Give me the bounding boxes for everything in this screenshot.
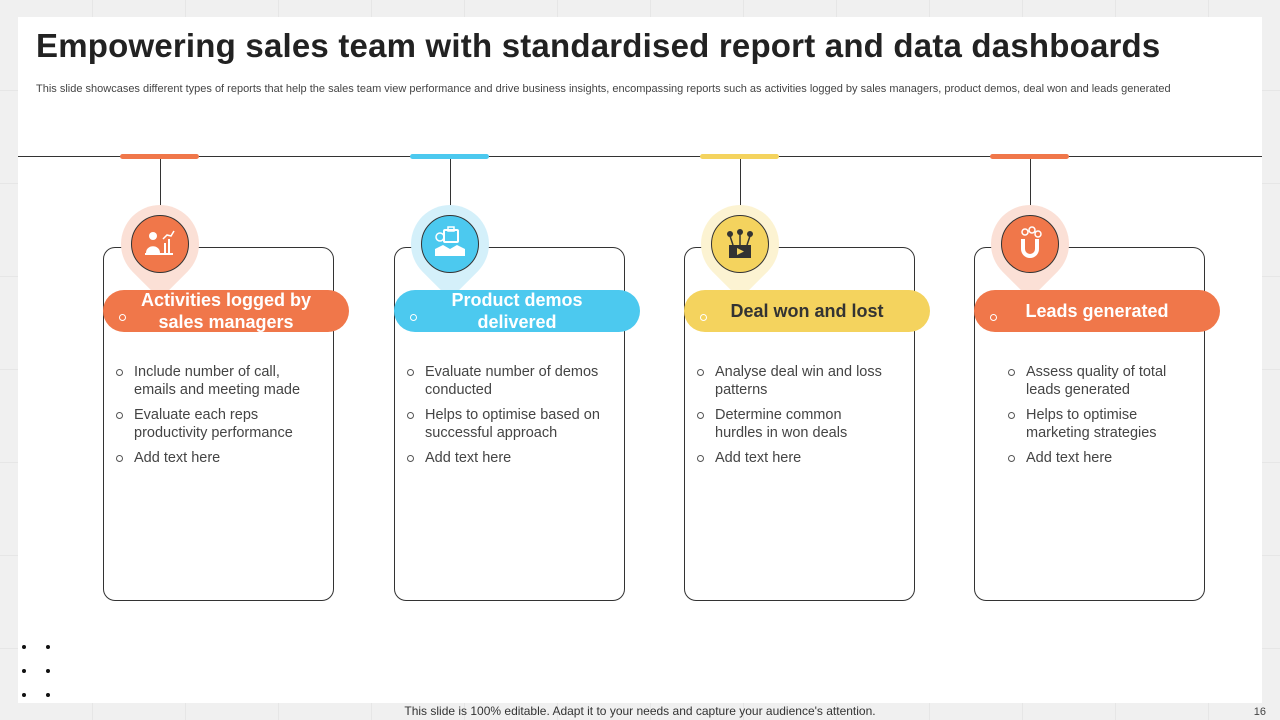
bullet-text: Add text here: [715, 450, 802, 466]
list-item: Add text here: [407, 449, 603, 467]
dot-icon: [22, 693, 26, 697]
footer-note: This slide is 100% editable. Adapt it to…: [404, 704, 876, 718]
list-item: Assess quality of total leads generated: [1008, 363, 1204, 399]
dot-icon: [22, 669, 26, 673]
timeline-stem-activities: [160, 159, 161, 207]
dot-icon: [22, 645, 26, 649]
bullet-circle-icon: [407, 412, 414, 419]
magnet-leads-icon: [1001, 215, 1059, 273]
bullet-text: Assess quality of total leads generated: [1026, 364, 1167, 398]
slide-title: Empowering sales team with standardised …: [36, 27, 1161, 64]
list-item: Evaluate number of demos conducted: [407, 363, 603, 399]
timeline-stem-leads-generated: [1030, 159, 1031, 207]
list-item: Helps to optimise based on successful ap…: [407, 406, 603, 442]
bullet-text: Analyse deal win and loss patterns: [715, 364, 882, 398]
timeline-tab-activities: [120, 154, 199, 159]
card-heading-product-demos: Product demos delivered: [394, 290, 640, 332]
dot-icon: [46, 669, 50, 673]
bullet-text: Helps to optimise marketing strategies: [1026, 407, 1157, 441]
pill-dot: [990, 314, 997, 321]
deal-box-icon: [711, 215, 769, 273]
slide-subtitle: This slide showcases different types of …: [36, 83, 1171, 95]
dot-icon: [46, 693, 50, 697]
timeline-line: [18, 156, 1262, 157]
bullet-list-deal-won-lost: Analyse deal win and loss patterns Deter…: [697, 363, 893, 474]
list-item: Determine common hurdles in won deals: [697, 406, 893, 442]
bullet-circle-icon: [1008, 369, 1015, 376]
list-item: Include number of call, emails and meeti…: [116, 363, 312, 399]
page-number: 16: [1253, 706, 1266, 718]
list-item: Analyse deal win and loss patterns: [697, 363, 893, 399]
bullet-circle-icon: [116, 412, 123, 419]
card-heading-deal-won-lost: Deal won and lost: [684, 290, 930, 332]
list-item: Helps to optimise marketing strategies: [1008, 406, 1204, 442]
briefcase-handshake-icon: [421, 215, 479, 273]
bullet-circle-icon: [407, 455, 414, 462]
bullet-circle-icon: [697, 412, 704, 419]
timeline-tab-leads-generated: [990, 154, 1069, 159]
bullet-text: Determine common hurdles in won deals: [715, 407, 848, 441]
bullet-list-activities: Include number of call, emails and meeti…: [116, 363, 312, 474]
bullet-circle-icon: [407, 369, 414, 376]
bullet-circle-icon: [116, 369, 123, 376]
presenter-chart-icon: [131, 215, 189, 273]
bullet-text: Evaluate number of demos conducted: [425, 364, 599, 398]
bullet-text: Evaluate each reps productivity performa…: [134, 407, 293, 441]
dot-icon: [46, 645, 50, 649]
bullet-circle-icon: [116, 455, 123, 462]
timeline-stem-deal-won-lost: [740, 159, 741, 207]
bullet-text: Helps to optimise based on successful ap…: [425, 407, 600, 441]
card-heading-activities: Activities logged by sales managers: [103, 290, 349, 332]
bullet-circle-icon: [697, 369, 704, 376]
list-item: Evaluate each reps productivity performa…: [116, 406, 312, 442]
bullet-circle-icon: [1008, 455, 1015, 462]
bullet-circle-icon: [697, 455, 704, 462]
bullet-circle-icon: [1008, 412, 1015, 419]
list-item: Add text here: [116, 449, 312, 467]
slide: Empowering sales team with standardised …: [18, 17, 1262, 703]
pill-dot: [700, 314, 707, 321]
bullet-text: Include number of call, emails and meeti…: [134, 364, 301, 398]
card-heading-leads-generated: Leads generated: [974, 290, 1220, 332]
pill-dot: [119, 314, 126, 321]
bullet-text: Add text here: [134, 450, 221, 466]
bullet-text: Add text here: [1026, 450, 1113, 466]
pill-dot: [410, 314, 417, 321]
timeline-tab-deal-won-lost: [700, 154, 779, 159]
bullet-list-leads-generated: Assess quality of total leads generated …: [1008, 363, 1204, 474]
timeline-tab-product-demos: [410, 154, 489, 159]
list-item: Add text here: [1008, 449, 1204, 467]
list-item: Add text here: [697, 449, 893, 467]
timeline-stem-product-demos: [450, 159, 451, 207]
bullet-text: Add text here: [425, 450, 512, 466]
bullet-list-product-demos: Evaluate number of demos conducted Helps…: [407, 363, 603, 474]
